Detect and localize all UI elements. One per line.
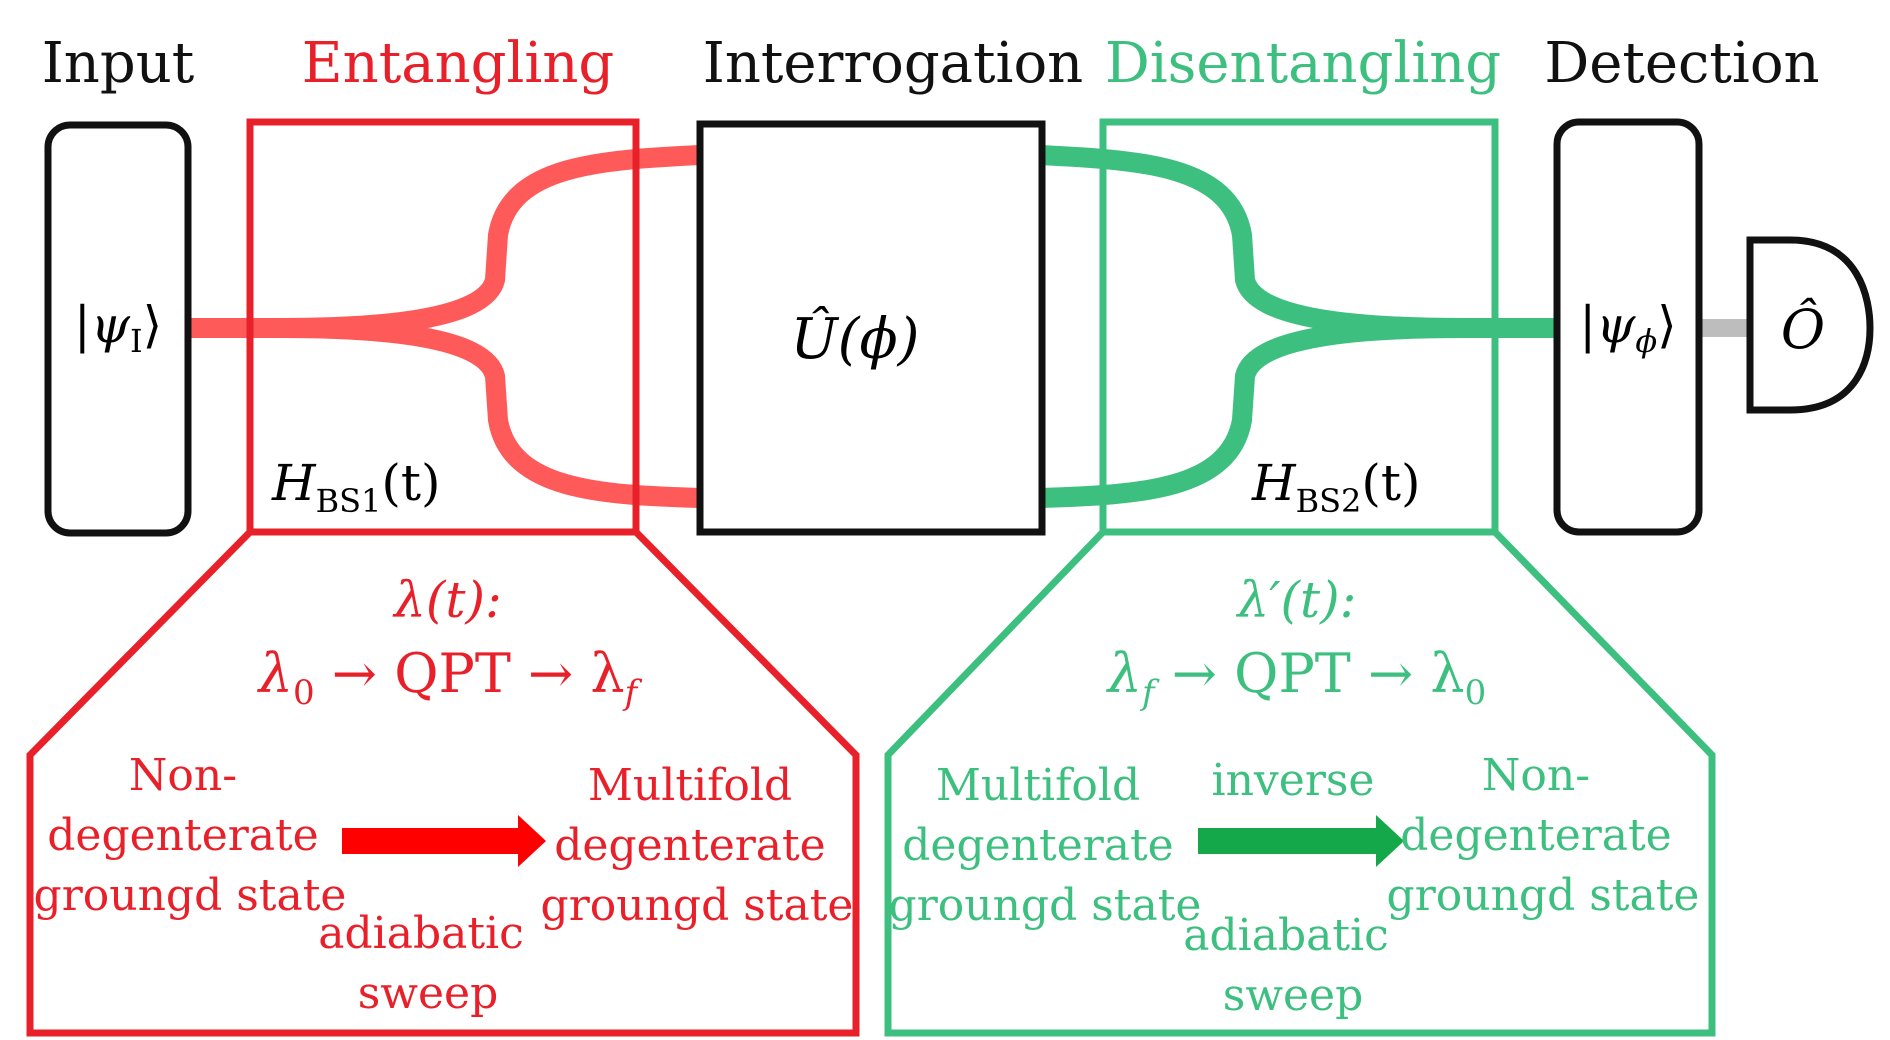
entangling-left-text: Non- degenterate groungd state (34, 750, 347, 921)
disentangling-fiber (1039, 145, 1555, 508)
input-box (44, 121, 192, 537)
entangling-arrow-label: adiabatic sweep (318, 908, 538, 1019)
header-disentangling: Disentangling (1105, 31, 1501, 96)
disentangling-right-text: Non- degenterate groungd state (1387, 750, 1700, 921)
header-input: Input (42, 31, 195, 96)
interrogation-box (696, 120, 1046, 536)
detection-box (1553, 118, 1703, 536)
header-interrogation: Interrogation (703, 31, 1084, 96)
disentangling-arrow-label-below: adiabatic sweep (1183, 910, 1403, 1021)
detection-state-label: |ψϕ⟩ (1579, 296, 1676, 360)
disentangling-left-text: Multifold degenterate groungd state (889, 760, 1202, 931)
observable-label: Ô (1781, 297, 1825, 361)
hamiltonian-bs1: HBS1(t) (271, 454, 441, 520)
header-entangling: Entangling (302, 31, 614, 96)
header-detection: Detection (1544, 31, 1819, 96)
adiabatic-sweep-arrow-green (1198, 815, 1404, 867)
disentangling-arrow-label-above: inverse (1212, 755, 1375, 806)
entangling-title-2: λ0 → QPT → λf (257, 642, 643, 713)
hamiltonian-bs2: HBS2(t) (1251, 454, 1421, 520)
disentangling-title-1: λ′(t): (1236, 571, 1357, 629)
entangling-right-text: Multifold degenterate groungd state (541, 760, 854, 931)
disentangling-title-2: λf → QPT → λ0 (1106, 642, 1486, 713)
detector-icon (1746, 236, 1874, 414)
adiabatic-sweep-arrow-red (342, 815, 546, 867)
input-state-label: |ψI⟩ (74, 296, 162, 360)
entangling-title-1: λ(t): (392, 571, 502, 629)
entangling-panel (26, 528, 860, 1037)
disentangling-panel (884, 528, 1716, 1037)
entangling-fiber (190, 145, 701, 508)
unitary-label: Û(ϕ) (790, 305, 919, 372)
